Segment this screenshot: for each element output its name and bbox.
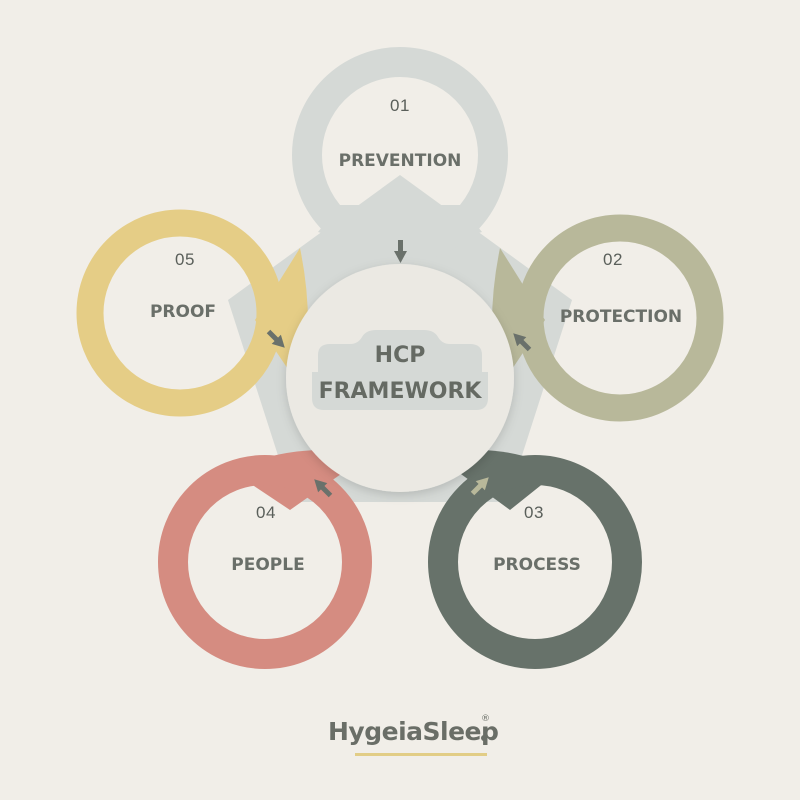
step-number-prevention: 01 — [390, 96, 410, 115]
arrow-people-icon — [314, 479, 333, 498]
brand-dot — [481, 735, 487, 741]
ring-people — [158, 455, 372, 669]
ring-process — [428, 455, 642, 669]
step-number-people: 04 — [256, 503, 276, 522]
step-number-proof: 05 — [175, 250, 195, 269]
center-label-badge — [318, 330, 482, 372]
brand-name: HygeiaSleep — [328, 717, 498, 746]
step-label-people: PEOPLE — [231, 555, 304, 575]
step-number-protection: 02 — [603, 250, 623, 269]
arrow-process-icon — [470, 477, 489, 496]
step-number-process: 03 — [524, 503, 544, 522]
step-label-proof: PROOF — [150, 302, 216, 322]
brand-registered-mark: ® — [481, 714, 490, 724]
brand-underline — [355, 753, 487, 756]
center-label-badge-lower — [312, 372, 488, 410]
arrow-protection-icon — [513, 333, 532, 352]
arrow-proof-icon — [266, 329, 285, 348]
arrow-prevention-icon — [394, 240, 407, 263]
center-title-line1: HCP — [375, 343, 426, 368]
ring-protection — [516, 214, 724, 422]
ring-proof — [76, 209, 284, 417]
step-label-prevention: PREVENTION — [339, 151, 462, 171]
step-label-process: PROCESS — [493, 555, 581, 575]
step-label-protection: PROTECTION — [560, 307, 682, 327]
center-title-line2: FRAMEWORK — [319, 379, 483, 404]
brand-logo: HygeiaSleep ® — [328, 714, 499, 756]
